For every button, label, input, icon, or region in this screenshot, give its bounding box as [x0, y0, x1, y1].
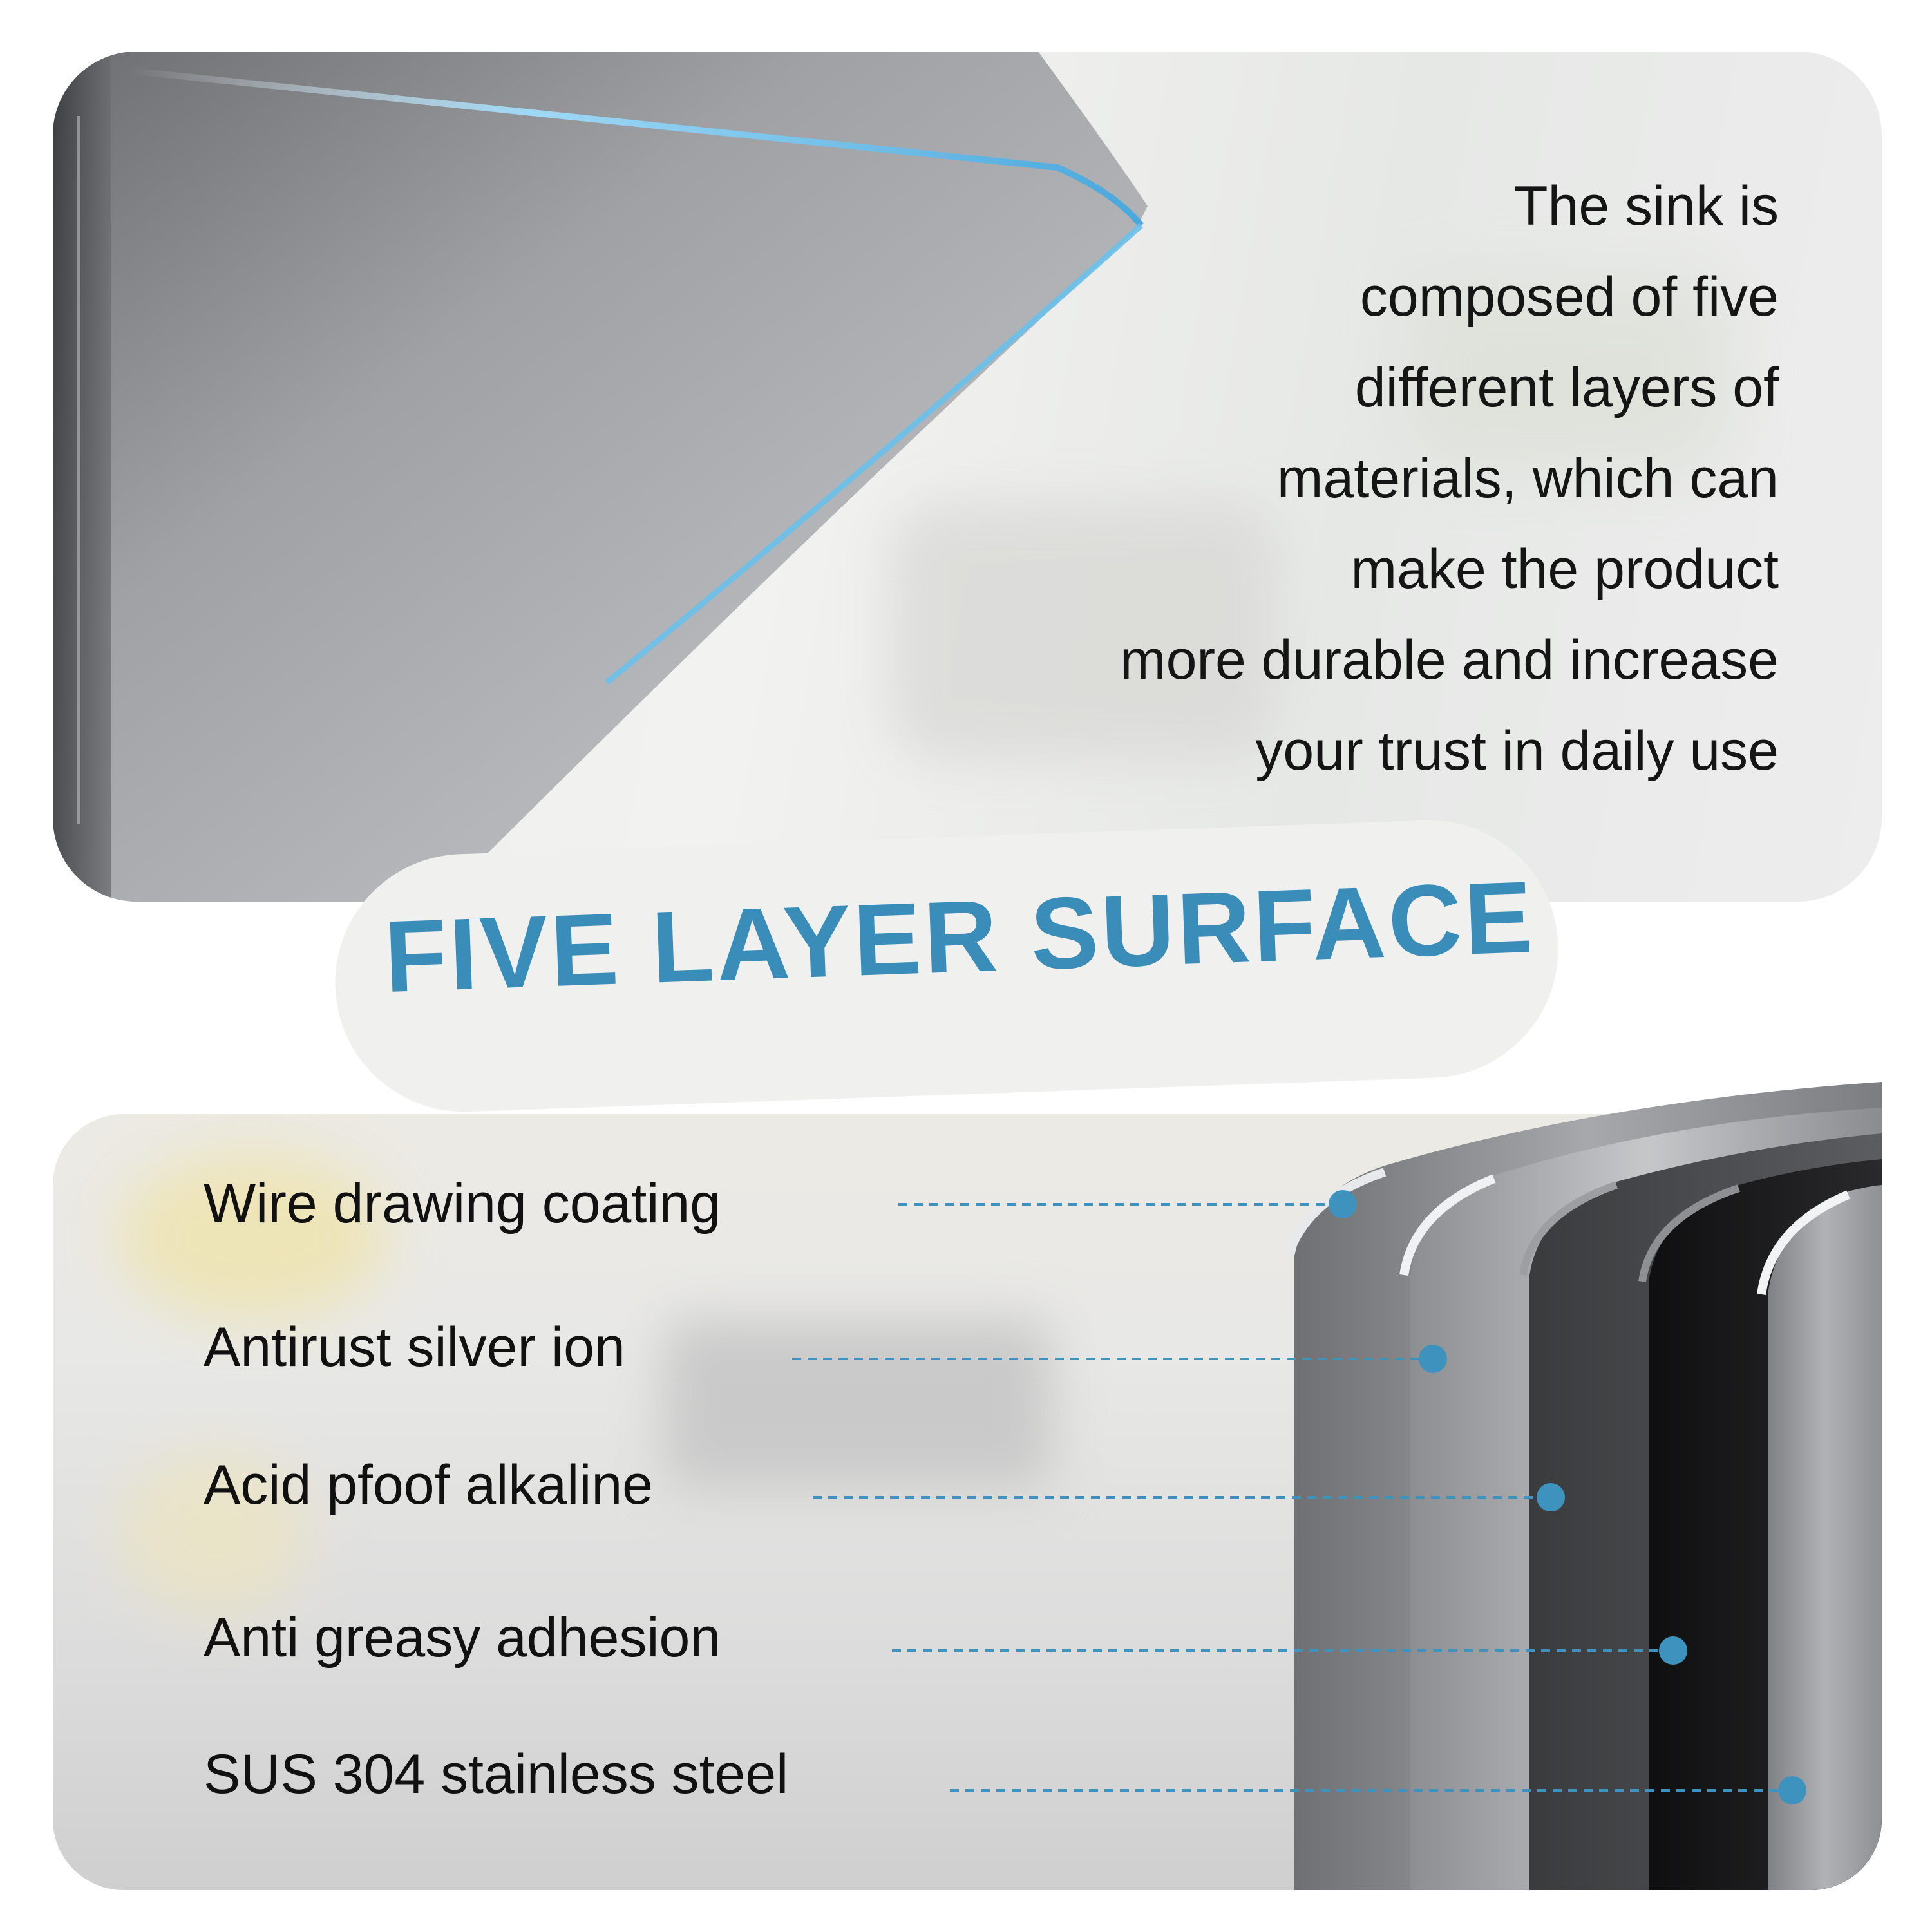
- background-shape: [665, 1320, 1051, 1488]
- layer-label-sus304: SUS 304 stainless steel: [204, 1743, 789, 1805]
- intro-text: The sink is composed of five different l…: [877, 161, 1779, 797]
- intro-line: materials, which can: [1276, 448, 1779, 509]
- background-shape: [1405, 277, 1727, 470]
- intro-panel: The sink is composed of five different l…: [53, 52, 1882, 902]
- intro-line: different layers of: [1354, 357, 1779, 419]
- layer-label-antirust: Antirust silver ion: [204, 1316, 625, 1378]
- intro-line: more durable and increase: [1119, 629, 1779, 691]
- intro-line: make the product: [1350, 538, 1779, 600]
- intro-line: your trust in daily use: [1255, 720, 1779, 782]
- background-shape: [890, 502, 1276, 760]
- background-glow: [117, 1449, 310, 1616]
- layer-label-wire-drawing: Wire drawing coating: [204, 1173, 721, 1235]
- steel-plate-image: [53, 52, 1148, 902]
- background-glow: [117, 1153, 388, 1320]
- background-blur: [53, 52, 1882, 902]
- layer-label-acid-proof: Acid pfoof alkaline: [204, 1454, 653, 1516]
- intro-line: The sink is: [1513, 175, 1779, 237]
- layer-label-anti-greasy: Anti greasy adhesion: [204, 1607, 721, 1669]
- layer-cross-section-image: [1283, 1082, 1882, 1890]
- intro-line: composed of five: [1359, 266, 1779, 328]
